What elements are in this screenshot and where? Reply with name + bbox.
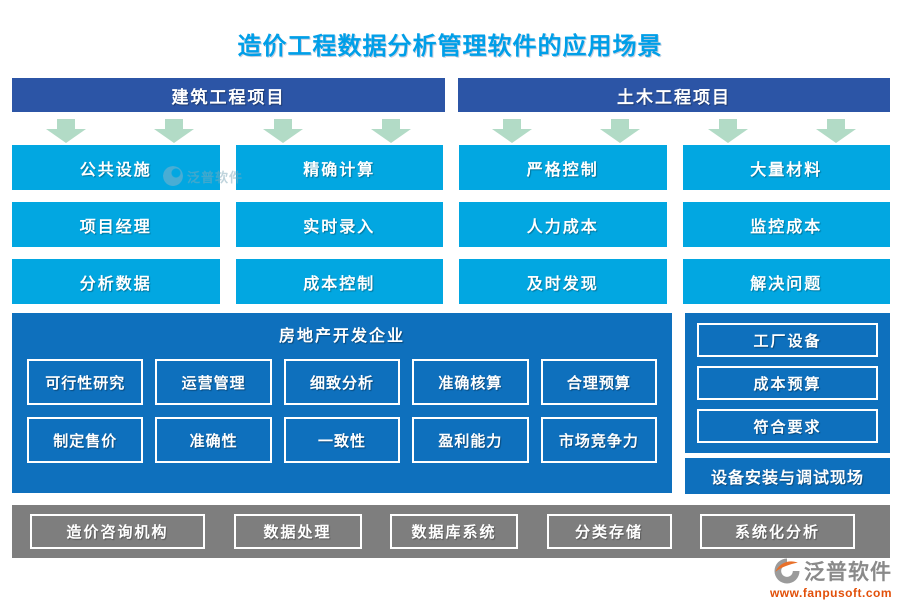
realestate-panel-row: 制定售价 准确性 一致性 盈利能力 市场竞争力 [27,417,658,463]
grid-item: 分析数据 [12,259,220,304]
down-arrow-icon [492,119,532,143]
panel-item: 合理预算 [540,359,658,405]
down-arrow-icon [262,119,303,143]
bottom-bar-item: 数据处理 [233,514,362,549]
down-arrow-icon [370,119,411,143]
brand-url: www.fanpusoft.com [769,586,892,600]
panel-item: 运营管理 [155,359,272,405]
grid-item: 监控成本 [682,202,890,247]
panel-item: 可行性研究 [27,359,144,405]
panel-item: 准确性 [155,417,272,463]
bottom-bar-item: 造价咨询机构 [30,514,205,549]
page-title: 造价工程数据分析管理软件的应用场景 [237,33,663,60]
factory-panel-item: 成本预算 [697,366,878,400]
factory-panel-item: 工厂设备 [697,323,878,357]
grid-item: 项目经理 [12,202,220,247]
grid-item: 人力成本 [459,202,667,247]
grid-item: 公共设施 [12,145,220,190]
down-arrow-icon [816,119,856,143]
panel-item: 细致分析 [283,359,401,405]
grid-item: 精确计算 [235,145,443,190]
brand-logo-icon [774,558,800,584]
arrow-row-right [458,119,890,143]
realestate-panel-row: 可行性研究 运营管理 细致分析 准确核算 合理预算 [27,359,658,405]
realestate-panel: 房地产开发企业 可行性研究 运营管理 细致分析 准确核算 合理预算 制定售价 准… [12,313,672,493]
header-civil-projects: 土木工程项目 [458,78,890,112]
arrow-row-left [12,119,445,143]
bottom-bar-item: 分类存储 [546,514,672,549]
consulting-bar: 造价咨询机构 数据处理 数据库系统 分类存储 系统化分析 [12,505,890,558]
feature-grid: 公共设施 精确计算 严格控制 大量材料 项目经理 实时录入 人力成本 监控成本 … [12,145,890,304]
bottom-bar-item: 数据库系统 [390,514,518,549]
grid-item: 成本控制 [235,259,443,304]
down-arrow-icon [708,119,748,143]
grid-item: 严格控制 [459,145,667,190]
panel-item: 市场竞争力 [540,417,658,463]
header-construction-projects: 建筑工程项目 [12,78,445,112]
grid-item: 大量材料 [682,145,890,190]
down-arrow-icon [46,119,87,143]
brand-name: 泛普软件 [804,561,892,584]
panel-item: 一致性 [283,417,401,463]
realestate-panel-title: 房地产开发企业 [278,328,405,345]
panel-item: 盈利能力 [412,417,529,463]
factory-panel: 工厂设备 成本预算 符合要求 [685,313,890,453]
factory-panel-item: 符合要求 [697,409,878,443]
equipment-install-bar: 设备安装与调试现场 [685,458,890,494]
down-arrow-icon [600,119,640,143]
bottom-bar-item: 系统化分析 [700,514,855,549]
grid-item: 实时录入 [235,202,443,247]
brand-logo: 泛普软件 www.fanpusoft.com [732,556,892,600]
grid-item: 解决问题 [682,259,890,304]
grid-item: 及时发现 [459,259,667,304]
panel-item: 制定售价 [27,417,144,463]
panel-item: 准确核算 [412,359,529,405]
down-arrow-icon [154,119,195,143]
